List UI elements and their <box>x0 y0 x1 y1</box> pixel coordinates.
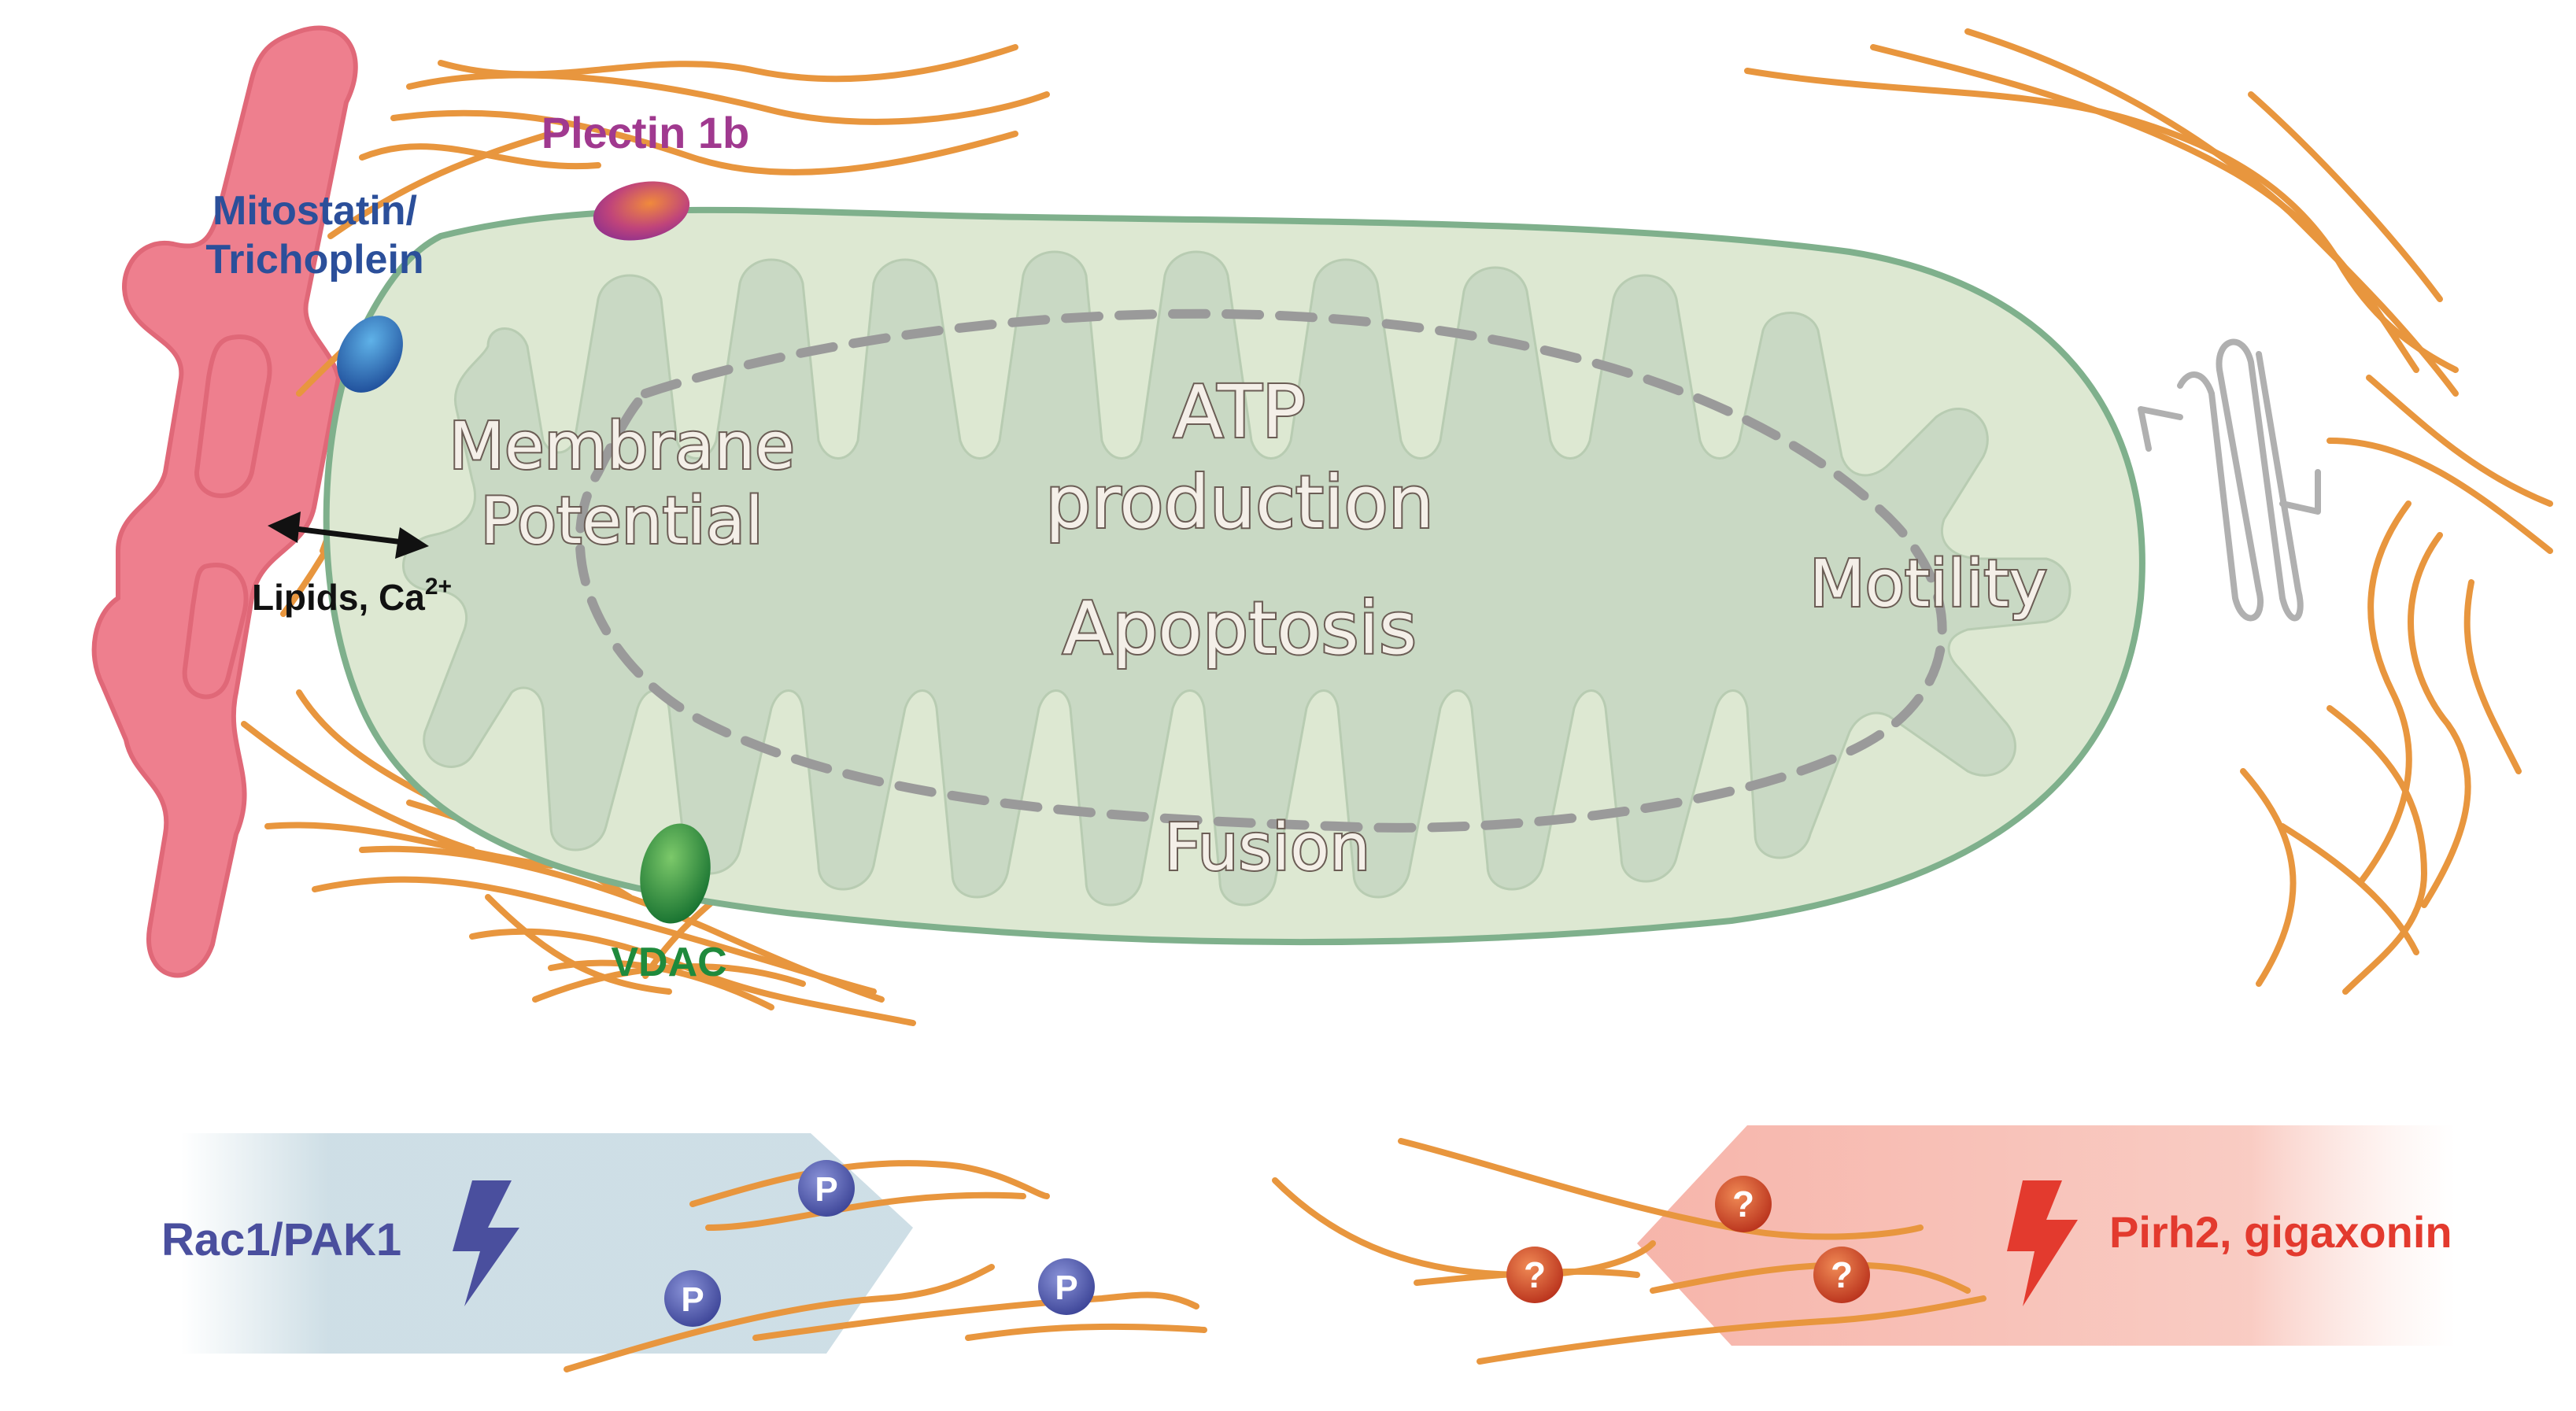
atp-label-line1: ATP <box>1173 370 1305 454</box>
vdac-label: VDAC <box>611 940 726 985</box>
lightning-bolt-icon <box>2007 1180 2078 1306</box>
motility-label: Motility <box>1809 547 2047 622</box>
exchange-arrow <box>268 512 429 559</box>
mitostatin-protein <box>337 316 403 393</box>
motility-squiggle-icon <box>2138 338 2321 622</box>
rac-label: Rac1/PAK1 <box>161 1214 401 1265</box>
unknown-marker: ? <box>1506 1247 1563 1303</box>
unknown-label: ? <box>1831 1254 1853 1295</box>
unknown-label: ? <box>1732 1184 1754 1224</box>
phospho-label: P <box>1055 1269 1077 1307</box>
unknown-label: ? <box>1524 1254 1546 1295</box>
membrane-label-line2: Potential <box>480 484 763 559</box>
atp-label-line2: production <box>1045 460 1434 545</box>
apoptosis-label: Apoptosis <box>1063 586 1417 670</box>
mitostatin-label-line1: Mitostatin/ <box>213 188 417 234</box>
lightning-bolt-icon <box>453 1180 519 1306</box>
unknown-marker: ? <box>1715 1176 1772 1232</box>
lipids-superscript: 2+ <box>425 574 452 600</box>
rac1-pak1-panel <box>181 1133 1207 1372</box>
phosphorylation-marker: P <box>664 1270 721 1327</box>
unknown-marker: ? <box>1813 1247 1870 1303</box>
phosphorylation-marker: P <box>1038 1258 1095 1315</box>
phosphorylation-marker: P <box>798 1160 855 1217</box>
phospho-label: P <box>681 1280 704 1319</box>
lipids-text: Lipids, Ca <box>252 577 425 618</box>
endoplasmic-reticulum <box>91 25 358 978</box>
phospho-label: P <box>815 1170 837 1209</box>
vdac-protein <box>640 823 711 924</box>
mitochondrion <box>323 206 2145 946</box>
plectin-label: Plectin 1b <box>541 108 750 157</box>
membrane-label-line1: Membrane <box>449 409 795 484</box>
mitostatin-label-line2: Trichoplein <box>205 237 423 283</box>
lipids-label: Lipids, Ca2+ <box>252 574 452 618</box>
fusion-label: Fusion <box>1164 811 1370 885</box>
plectin-1b-protein <box>593 181 690 241</box>
pirh-label: Pirh2, gigaxonin <box>2109 1207 2452 1257</box>
